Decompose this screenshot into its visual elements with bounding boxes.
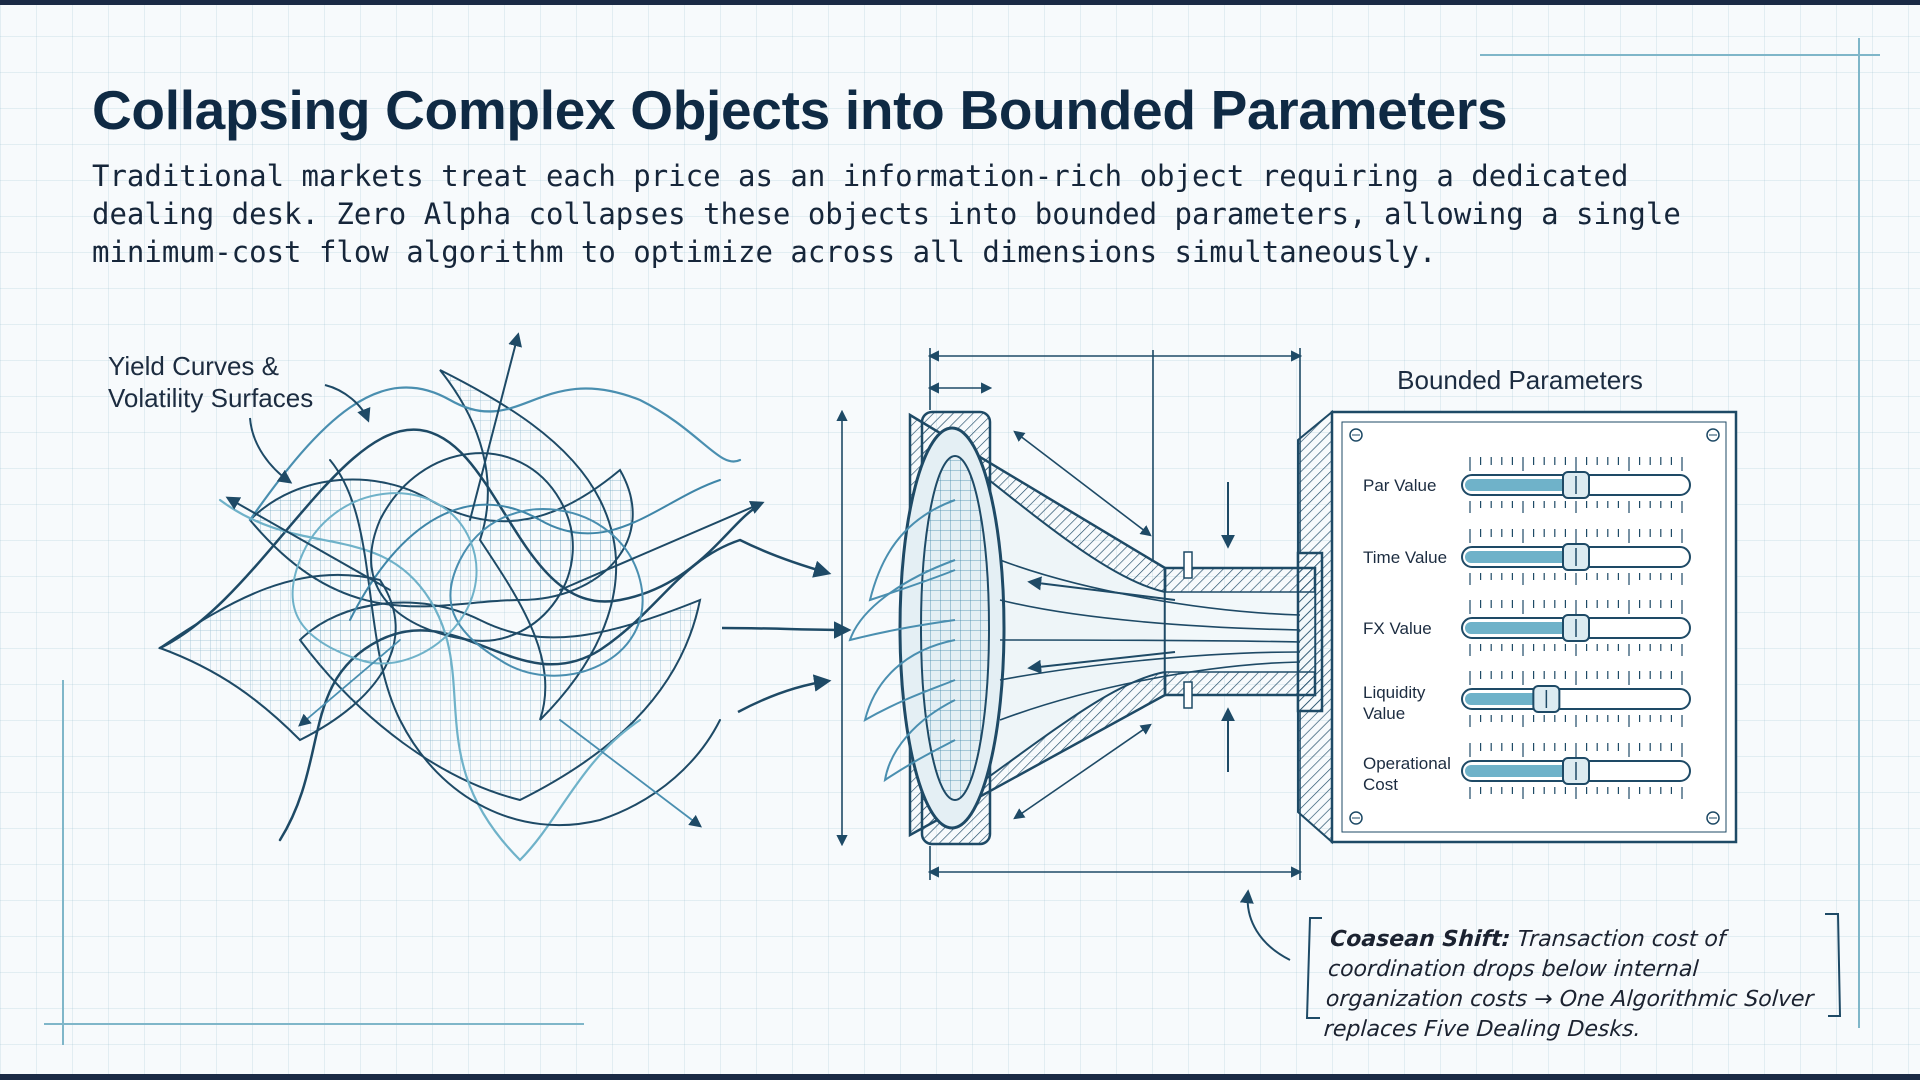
- pipe-clamp-top: [1183, 551, 1193, 579]
- input-arrow-2: [721, 621, 852, 639]
- note-bracket: [1239, 889, 1842, 1019]
- frame-line-top: [1480, 54, 1880, 56]
- param-label-par-value: Par Value: [1363, 476, 1437, 495]
- input-arrows: [721, 538, 852, 714]
- panel-screw-bottom-left: [1349, 811, 1363, 825]
- tangled-surfaces-sketch: [157, 332, 765, 862]
- inlet-petals: [848, 499, 956, 783]
- yield-curves-label: Yield Curves & Volatility Surfaces: [108, 351, 314, 413]
- slider-fill-5: [1465, 765, 1576, 777]
- top-border-bar: [0, 0, 1920, 5]
- axis-down-left: [298, 639, 401, 727]
- axis-right: [559, 501, 765, 591]
- slider-1[interactable]: [1461, 457, 1691, 513]
- panel-screw-bottom-right: [1706, 811, 1720, 825]
- param-label-liquidity-value: Liquidity Value: [1363, 683, 1426, 723]
- note-pointer: [1239, 889, 1291, 961]
- internal-arrows: [1027, 576, 1176, 674]
- param-label-fx-value: FX Value: [1363, 619, 1432, 638]
- frame-line-left: [62, 680, 64, 1045]
- slider-fill-1: [1465, 479, 1576, 491]
- panel-title: Bounded Parameters: [1397, 365, 1643, 395]
- wave-curve-6: [349, 479, 721, 621]
- wave-curve-2: [248, 386, 742, 522]
- input-arrow-3: [737, 674, 832, 714]
- input-arrow-1: [739, 538, 832, 578]
- axis-up: [469, 332, 522, 521]
- pipe-clamp-bottom: [1183, 681, 1193, 709]
- slider-4[interactable]: [1461, 671, 1691, 727]
- mesh-surface-3: [439, 369, 618, 721]
- loop-curve-2: [449, 508, 644, 677]
- wave-curve-3: [278, 538, 742, 842]
- axis-down-right: [559, 719, 703, 828]
- wave-curve-5: [329, 459, 721, 827]
- frame-line-right: [1858, 38, 1860, 1028]
- page-title: Collapsing Complex Objects into Bounded …: [92, 79, 1508, 141]
- panel-screw-top-left: [1349, 428, 1363, 442]
- page-subtitle: Traditional markets treat each price as …: [92, 159, 1681, 269]
- funnel-outlet-bore: [1164, 591, 1316, 673]
- label-pointer-1: [324, 384, 371, 423]
- parameter-panel: [1297, 409, 1738, 845]
- slider-fill-2: [1465, 551, 1576, 563]
- internal-flow-lines: [999, 559, 1301, 721]
- panel-inner-border: [1341, 421, 1727, 833]
- slider-fill-3: [1465, 622, 1576, 634]
- loop-curve-3: [291, 492, 478, 665]
- bottom-border-bar: [0, 1074, 1920, 1080]
- panel-screw-top-right: [1706, 428, 1720, 442]
- note-heading: Coasean Shift:: [1329, 927, 1512, 952]
- param-label-operational-cost: Operational Cost: [1363, 754, 1451, 794]
- slider-5[interactable]: [1461, 743, 1691, 799]
- wave-curve-4: [218, 498, 642, 862]
- mesh-surface-4: [157, 573, 397, 742]
- axis-left: [225, 496, 391, 591]
- param-label-time-value: Time Value: [1363, 548, 1448, 567]
- funnel-inlet-opening: [920, 455, 990, 801]
- slider-2[interactable]: [1461, 529, 1691, 585]
- label-pointer-2: [249, 417, 293, 484]
- slider-3[interactable]: [1461, 600, 1691, 656]
- frame-line-bottom: [44, 1023, 584, 1025]
- collapse-funnel: [848, 410, 1324, 846]
- slider-fill-4: [1465, 693, 1547, 705]
- panel-side-hatched: [1297, 409, 1333, 845]
- coasean-shift-note: Coasean Shift: Transaction cost of coord…: [1323, 925, 1831, 1045]
